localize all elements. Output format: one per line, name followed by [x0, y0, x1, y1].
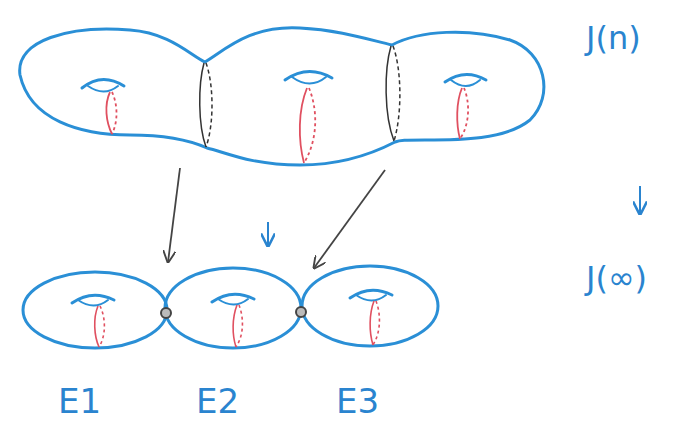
- red-cycles: [106, 88, 468, 163]
- elliptic-components: [23, 266, 438, 348]
- red-cycles: [95, 301, 380, 347]
- component-label: E2: [196, 384, 239, 418]
- collapse-arrows: [168, 168, 385, 268]
- limit-label: J(∞): [586, 262, 647, 294]
- nodes: [161, 307, 306, 318]
- vanishing-cycles: [200, 46, 400, 147]
- component-label: E3: [336, 384, 379, 418]
- family-label: J(n): [586, 22, 641, 54]
- family-arrow: [639, 186, 641, 214]
- down-arrow: [267, 222, 269, 246]
- genus-three-surface: [20, 28, 544, 165]
- component-label: E1: [58, 384, 101, 418]
